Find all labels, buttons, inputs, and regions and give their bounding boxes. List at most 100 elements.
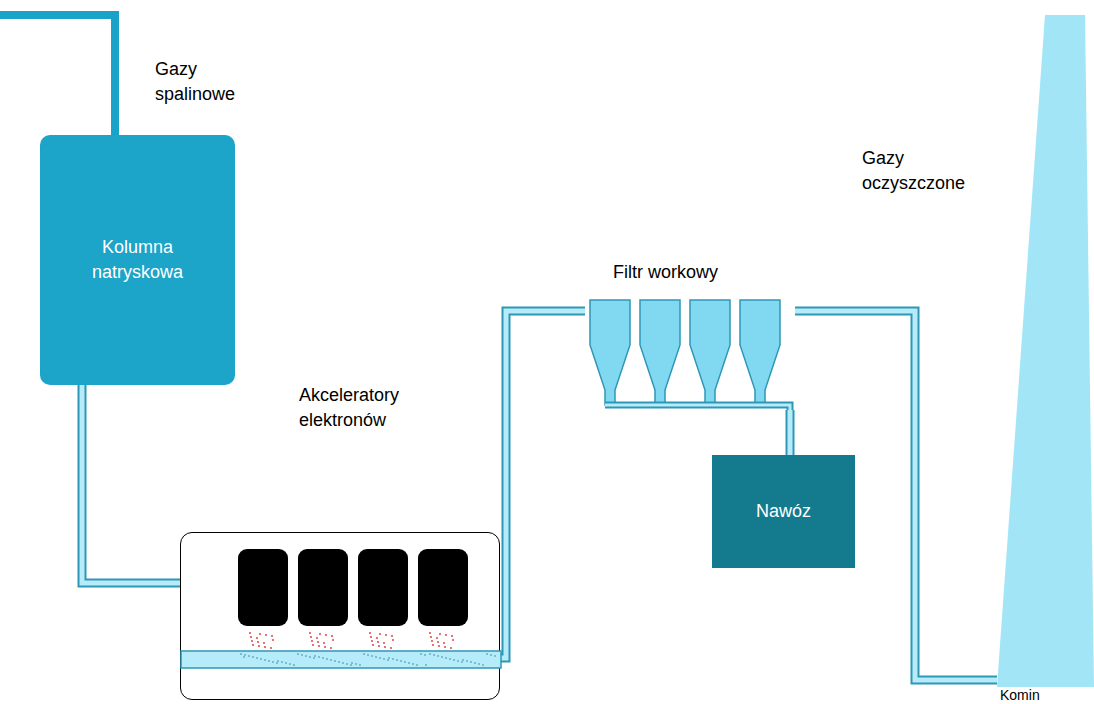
accelerator-unit xyxy=(298,549,348,626)
node-label: Nawóz xyxy=(756,499,811,524)
flow-label: Gazy spalinowe xyxy=(155,57,255,107)
particle xyxy=(293,664,295,666)
fertilizer-tank: Nawóz xyxy=(712,455,855,568)
electron-dot xyxy=(265,634,267,636)
particle xyxy=(260,658,262,660)
particle xyxy=(281,661,283,663)
electron-dot xyxy=(325,634,327,636)
electron-dot xyxy=(331,635,333,637)
node-label: Akceleratory elektronów xyxy=(299,383,464,433)
particle xyxy=(453,659,455,661)
particle xyxy=(240,653,242,655)
particle xyxy=(388,657,390,659)
particle xyxy=(408,662,410,664)
chimney-body xyxy=(997,15,1094,687)
electron-dot xyxy=(317,641,319,643)
pipe-wall xyxy=(786,410,795,455)
particle xyxy=(482,664,484,666)
particle xyxy=(276,662,278,664)
particle xyxy=(441,656,443,658)
shape-art xyxy=(585,298,795,410)
particle xyxy=(314,655,316,657)
particle xyxy=(416,664,418,666)
particle xyxy=(318,656,320,658)
electron-dot xyxy=(316,637,318,639)
gas-channel xyxy=(181,651,501,668)
particle xyxy=(355,663,357,665)
particle xyxy=(429,653,431,655)
electron-dot xyxy=(330,647,332,649)
particle xyxy=(346,663,348,665)
node-label: Kolumna natryskowa xyxy=(80,235,195,285)
electron-dot xyxy=(437,641,439,643)
pipe-wall xyxy=(82,385,180,583)
particle xyxy=(392,658,394,660)
electron-dot xyxy=(383,642,385,644)
electron-dot xyxy=(391,635,393,637)
inlet-pipe xyxy=(0,15,115,136)
particle xyxy=(243,656,245,658)
pipe-connector xyxy=(500,311,585,658)
electron-dot xyxy=(256,637,258,639)
particle xyxy=(478,663,480,665)
particle xyxy=(412,663,414,665)
accelerator-unit xyxy=(358,549,408,626)
electron-dot xyxy=(252,644,254,646)
pipe-connector xyxy=(82,385,180,583)
electron-dot xyxy=(452,639,454,641)
electron-dot xyxy=(450,647,452,649)
electron-dot xyxy=(263,642,265,644)
particle xyxy=(268,660,270,662)
particle xyxy=(244,654,246,656)
pipe-wall xyxy=(500,311,585,658)
particle xyxy=(474,662,476,664)
pipe-inner xyxy=(82,385,180,583)
particle xyxy=(461,661,463,663)
filter-bag xyxy=(590,300,630,405)
particle xyxy=(371,655,373,657)
electron-dot xyxy=(438,645,440,647)
particle xyxy=(305,655,307,657)
particle xyxy=(272,661,274,663)
particle xyxy=(396,659,398,661)
electron-dot xyxy=(436,637,438,639)
electron-dot xyxy=(272,639,274,641)
particle xyxy=(252,656,254,658)
particle xyxy=(301,654,303,656)
electron-dot xyxy=(384,646,386,648)
particle xyxy=(383,658,385,660)
node-label: Komin xyxy=(1000,687,1040,704)
electron-dot xyxy=(270,647,272,649)
electron-dot xyxy=(249,632,251,634)
particle xyxy=(445,657,447,659)
node-label: Filtr workowy xyxy=(613,260,718,285)
particle xyxy=(433,654,435,656)
electron-dot xyxy=(310,636,312,638)
electron-dot xyxy=(390,647,392,649)
particle xyxy=(256,657,258,659)
electron-dot xyxy=(370,636,372,638)
electron-dot xyxy=(319,633,321,635)
accelerator-unit xyxy=(418,549,468,626)
electron-dot xyxy=(323,642,325,644)
particle xyxy=(449,658,451,660)
particle xyxy=(334,660,336,662)
particle xyxy=(289,663,291,665)
accelerator-unit xyxy=(238,549,288,626)
electron-dot xyxy=(369,632,371,634)
electron-dot xyxy=(392,639,394,641)
particle xyxy=(285,662,287,664)
particle xyxy=(313,657,315,659)
electron-dot xyxy=(385,634,387,636)
particle xyxy=(466,660,468,662)
particle xyxy=(350,664,352,666)
particle xyxy=(367,654,369,656)
electron-dot xyxy=(443,642,445,644)
shape-art xyxy=(997,15,1094,704)
electron-dot xyxy=(371,640,373,642)
flow-label: Gazy oczyszczone xyxy=(862,146,992,196)
filter-bag xyxy=(640,300,680,405)
particle xyxy=(322,657,324,659)
electron-dot xyxy=(372,644,374,646)
electron-dot xyxy=(431,640,433,642)
